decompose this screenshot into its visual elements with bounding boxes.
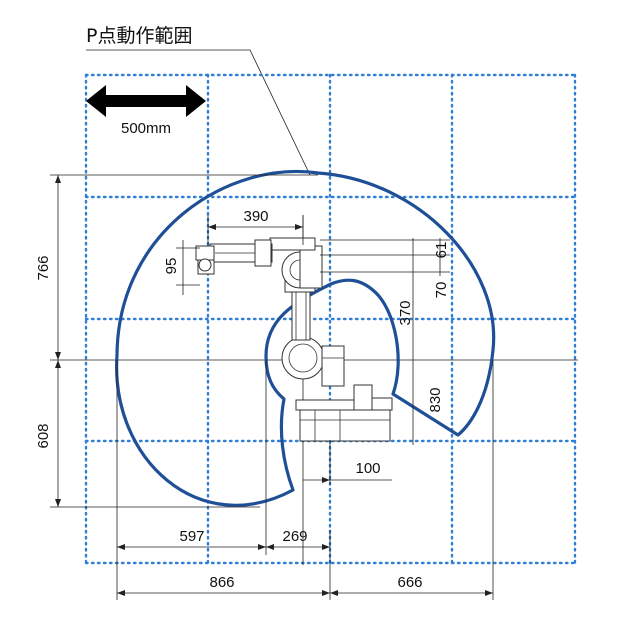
dimension-766: 766 (35, 174, 318, 360)
dim-269-label: 269 (282, 528, 307, 545)
dim-70-label: 70 (433, 282, 450, 299)
dimension-866-666: 866 666 (117, 360, 494, 600)
grid-500mm (84, 73, 577, 565)
diagram-title: P点動作範囲 (86, 25, 192, 47)
dim-766-label: 766 (35, 255, 52, 280)
dimension-100: 100 (303, 440, 392, 485)
dim-597-label: 597 (179, 528, 204, 545)
motion-envelope (115, 170, 496, 507)
dim-370-label: 370 (397, 300, 414, 325)
dim-61-label: 61 (433, 242, 450, 259)
dim-390-label: 390 (243, 208, 268, 225)
robot-arm-drawing (195, 237, 393, 442)
dimension-right-stack: 61 70 370 830 (320, 238, 450, 445)
dim-608-label: 608 (35, 423, 52, 448)
dim-95-label: 95 (163, 258, 180, 275)
scale-label: 500mm (121, 120, 171, 137)
dim-666-label: 666 (397, 574, 422, 591)
dim-100-label: 100 (355, 460, 380, 477)
dimension-608: 608 (35, 360, 260, 508)
dimension-390: 390 (207, 208, 304, 245)
scale-arrow: 500mm (86, 85, 206, 137)
dimension-95: 95 (163, 240, 200, 295)
dim-866-label: 866 (209, 574, 234, 591)
dimension-597-269: 597 269 (116, 360, 331, 600)
title-leader-line (86, 49, 311, 176)
dim-830-label: 830 (427, 387, 444, 412)
